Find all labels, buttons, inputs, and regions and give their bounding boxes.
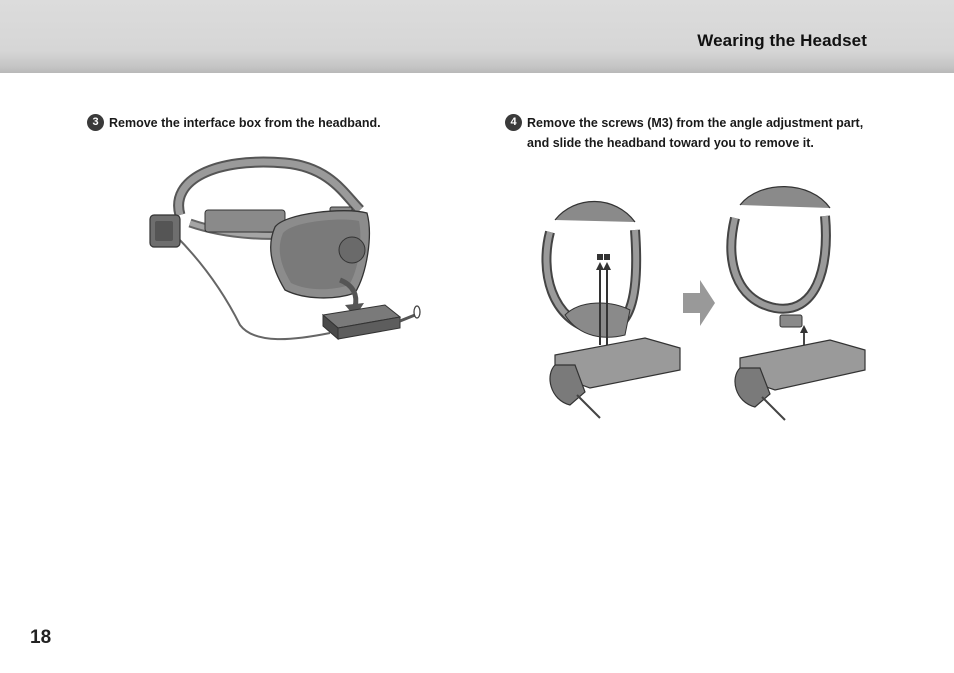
headband-removed — [726, 186, 866, 421]
headband-removal-illustration — [541, 186, 866, 421]
page-number: 18 — [30, 627, 52, 648]
headband-with-screws — [541, 200, 681, 419]
step-number-badge: 3 — [87, 114, 104, 131]
step-text-line-1: Remove the screws (M3) from the angle ad… — [527, 116, 864, 130]
step-3-instruction: 3 Remove the interface box from the head… — [87, 113, 447, 135]
step-number-badge: 4 — [505, 114, 522, 131]
step-text: Remove the interface box from the headba… — [109, 116, 381, 130]
page-header: Wearing the Headset — [0, 0, 954, 73]
step-4-instruction: 4 Remove the screws (M3) from the angle … — [505, 113, 905, 155]
section-title: Wearing the Headset — [697, 31, 867, 50]
step-text-line-2: and slide the headband toward you to rem… — [527, 136, 814, 150]
interface-box-removal-illustration — [149, 156, 421, 341]
